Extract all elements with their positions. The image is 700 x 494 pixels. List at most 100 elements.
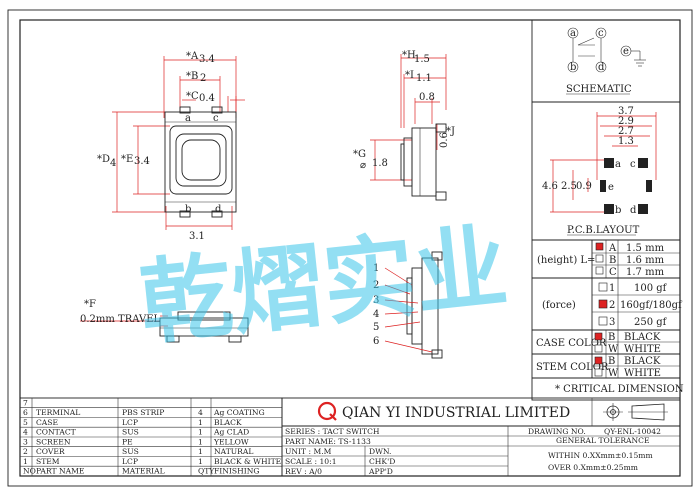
dim-a-label: *A [186,51,199,62]
bom-cell-finishing: BLACK [214,418,242,427]
bom-cell-no: 3 [23,437,28,446]
bom-cell-material: PE [122,437,133,446]
height-options: (height) L= A B C 1.5 mm 1.6 mm 1.7 mm [537,242,665,278]
pin-a-label: a [185,113,191,124]
dim-e-value: 3.4 [134,156,150,167]
force-3-checkbox[interactable] [598,316,608,326]
dim-b-value: 2 [200,73,206,84]
pcb-label-b: b [615,205,621,216]
pcb-pad-a [604,158,614,168]
height-c-code: C [609,267,617,278]
dim-i-value: 1.1 [416,73,432,84]
force-2-checkbox[interactable] [598,299,608,309]
bom-cell-finishing: YELLOW [213,437,249,446]
case-white-checkbox[interactable] [594,344,603,353]
dim-h-value: 1.5 [414,54,430,65]
bom-cell-finishing: Ag COATING [213,408,265,417]
dim-h-label: *H [402,50,416,61]
bom-cell-qty: 1 [198,418,203,427]
height-c-checkbox[interactable] [595,266,604,275]
bom-header-finishing: FINISHING [214,467,259,476]
bom-cell-material: PBS STRIP [122,408,164,417]
pcb-layout: 3.7 2.9 2.7 1.3 4.6 2.5 0.9 a b c d e P.… [542,106,657,236]
stem-white-checkbox[interactable] [594,368,603,377]
height-a-value: 1.5 mm [626,243,665,254]
force-label: (force) [542,300,576,311]
height-b-code: B [609,255,616,266]
stem-white-value: WHITE [624,368,661,379]
tolerance-within-text: WITHIN 0.XXmm±0.15mm [548,451,653,460]
bom-header-qty: QTY [198,467,215,476]
svg-text:⌀: ⌀ [360,160,366,171]
bom-cell-finishing: BLACK & WHITE [214,457,281,466]
part-callout-6: 6 [373,336,379,347]
pcb-dim-top-1: 2.9 [618,116,634,127]
unit-text: UNIT : M.M [285,447,332,456]
dwn-text: DWN. [369,447,391,456]
pcb-dim-side-2: 0.9 [576,181,592,192]
schematic-node-c: c [598,28,604,39]
bom-cell-qty: 1 [198,447,203,456]
bom-cell-no: 6 [23,408,28,417]
height-a-checkbox[interactable] [595,242,604,251]
pcb-dim-top-2: 2.7 [618,126,634,137]
part-callout-4: 4 [373,309,379,320]
bom-cell-qty: 1 [198,428,203,437]
travel-label: *F [84,299,96,310]
force-1-value: 100 gf [634,283,668,294]
pcb-dim-top-0: 3.7 [618,106,634,117]
bom-cell-no: 1 [23,457,28,466]
bom-cell-name: TERMINAL [36,408,80,417]
appd-text: APP'D [368,467,393,476]
pcb-dim-top-3: 1.3 [618,136,634,147]
schematic-node-b: b [570,62,576,73]
bom-cell-no: 2 [23,447,28,456]
stem-black-checkbox[interactable] [594,356,603,365]
force-3-code: 3 [609,317,615,328]
critical-dimension-note: * CRITICAL DIMENSION [555,384,684,395]
case-white-code: W [608,344,619,355]
pcb-title: P.C.B.LAYOUT [567,225,640,236]
right-panel [531,19,681,401]
dim-g-label: *G [353,149,366,160]
height-label: (height) L= [537,255,595,266]
case-white-value: WHITE [624,344,661,355]
force-2-code: 2 [609,300,615,311]
bom-cell-name: STEM [36,457,60,466]
dim-d-label: *D [97,154,110,165]
pcb-label-d: d [630,205,637,216]
schematic-node-e: e [623,46,629,57]
bom-cell-finishing: NATURAL [214,447,253,456]
height-b-checkbox[interactable] [595,254,604,263]
dim-bottom-value: 3.1 [189,231,205,242]
pcb-label-c: c [630,159,636,170]
case-black-checkbox[interactable] [594,332,603,341]
bom-cell-material: LCP [122,457,138,466]
chkd-text: CHK'D [369,457,395,466]
pcb-pad-d [638,204,648,214]
dim-e-label: *E [121,154,133,165]
bom-cell-name: CONTACT [36,428,76,437]
bom-cell-material: SUS [122,447,139,456]
bom-cell-material: LCP [122,418,138,427]
bom-cell-qty: 1 [198,437,203,446]
exploded-view: 1 2 3 4 5 6 [373,251,443,359]
pcb-dim-side-0: 4.6 [542,181,558,192]
force-1-checkbox[interactable] [598,282,608,292]
schematic-title: SCHEMATIC [566,84,632,95]
tolerance-over-text: OVER 0.Xmm±0.25mm [548,463,638,472]
general-tolerance-text: GENERAL TOLERANCE [556,436,650,445]
bom-header-name: PART NAME [36,467,84,476]
pin-c-label: c [213,113,219,124]
title-block: QIAN YI INDUSTRIAL LIMITED SERIES : TACT… [281,397,681,477]
bom-header-no: NO [23,467,36,476]
drawing-no-label: DRAWING NO. [528,427,586,436]
bom-header-material: MATERIAL [122,467,165,476]
bom-cell-finishing: Ag CLAD [213,428,249,437]
part-callout-2: 2 [373,280,379,291]
pcb-pad-b [604,204,614,214]
dim-d-value: 4 [110,158,116,169]
stem-white-code: W [608,368,619,379]
pcb-pad-e-right [646,180,652,192]
stem-black-code: B [608,356,615,367]
